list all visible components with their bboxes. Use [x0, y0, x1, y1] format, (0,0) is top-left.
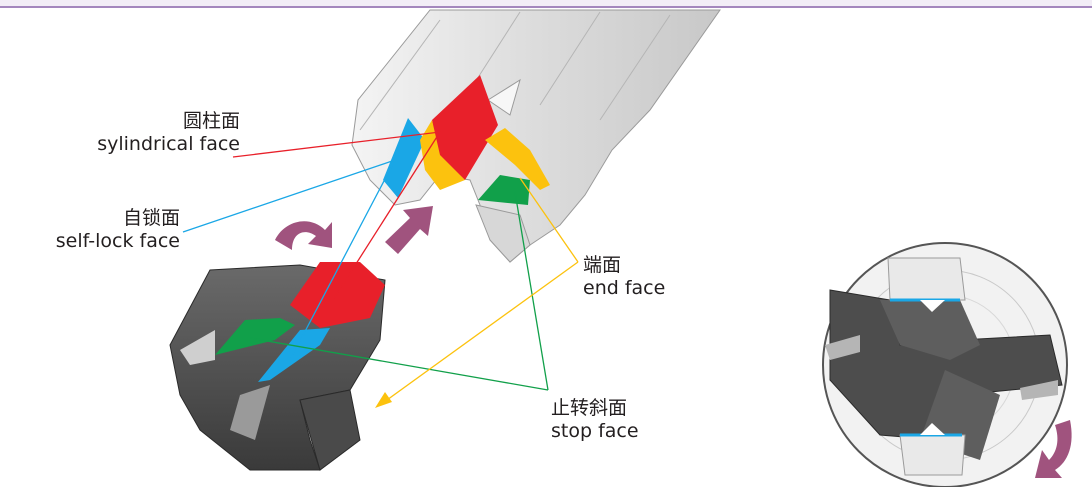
holder-self-lock-face	[383, 118, 425, 198]
leader-lines	[182, 131, 579, 406]
label-end-face: 端面 end face	[583, 254, 665, 300]
end-view	[822, 242, 1068, 487]
holder-end-face-left	[420, 120, 465, 190]
push-arrow-icon	[385, 206, 433, 254]
holder-end-face-right	[485, 128, 550, 190]
label-self-lock-face: 自锁面 self-lock face	[0, 207, 180, 253]
insert-self-lock-face	[258, 328, 330, 382]
rotate-direction-arrow-icon	[1035, 420, 1072, 478]
insert-stop-face	[215, 318, 295, 355]
holder-shank	[351, 9, 721, 263]
insert-cylindrical-face	[290, 262, 385, 328]
label-stop-en: stop face	[551, 420, 639, 442]
label-cylindrical-face: 圆柱面 sylindrical face	[50, 110, 240, 156]
label-self-lock-en: self-lock face	[55, 230, 180, 252]
label-stop-face: 止转斜面 stop face	[551, 397, 639, 443]
top-border	[0, 0, 1092, 8]
label-self-lock-cn: 自锁面	[122, 207, 180, 229]
label-cylindrical-en: sylindrical face	[97, 133, 240, 155]
end-face-arrowhead	[375, 392, 392, 408]
rotate-arrow-icon	[275, 221, 332, 250]
label-cylindrical-cn: 圆柱面	[182, 110, 240, 132]
holder-cylindrical-face	[432, 75, 498, 180]
label-end-en: end face	[583, 277, 666, 299]
holder-stop-face	[478, 175, 530, 205]
label-end-cn: 端面	[583, 254, 622, 276]
label-stop-cn: 止转斜面	[551, 397, 628, 419]
